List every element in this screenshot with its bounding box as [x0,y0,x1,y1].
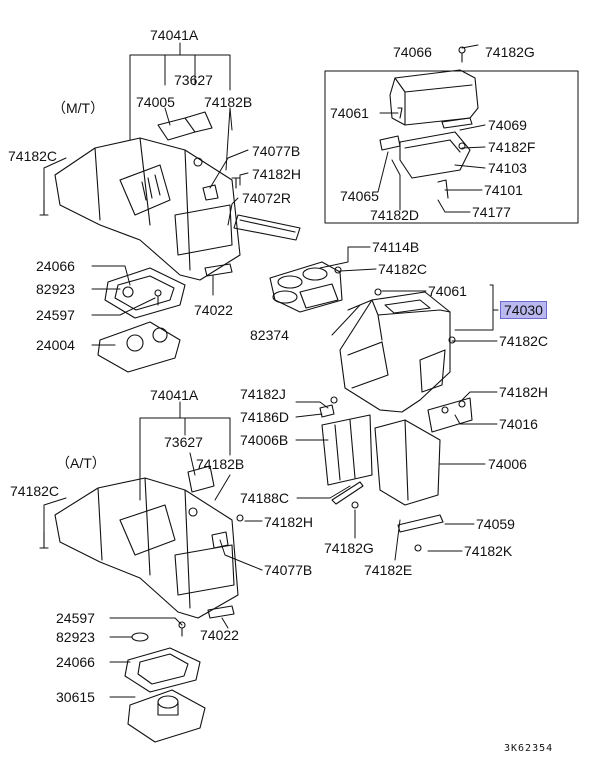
part-label-24066-top[interactable]: 24066 [36,258,75,274]
part-label-74186D[interactable]: 74186D [240,409,290,425]
part-label-74041A-top[interactable]: 74041A [150,27,199,43]
part-label-24597-bot[interactable]: 24597 [56,610,95,626]
part-label-74188C[interactable]: 74188C [240,490,290,506]
part-label-74182C-right[interactable]: 74182C [499,333,549,349]
switch-panel-74005 [157,117,196,141]
part-label-74077B-bot[interactable]: 74077B [264,562,313,578]
part-label-73627-bot[interactable]: 73627 [164,434,203,450]
part-label-73627-top[interactable]: 73627 [174,72,213,88]
armrest-lid-74066 [389,69,479,126]
part-label-30615[interactable]: 30615 [56,689,95,705]
bracket-74016 [427,397,473,433]
part-label-74041A-bot[interactable]: 74041A [150,387,199,403]
boot-24004 [97,321,181,373]
bracket-74006B [321,414,373,486]
center-console-mt [54,137,241,281]
part-label-82374[interactable]: 82374 [250,327,289,343]
part-label-74182E[interactable]: 74182E [364,562,413,578]
part-label-82923-bot[interactable]: 82923 [56,629,95,645]
part-label-74182C-mid[interactable]: 74182C [378,261,428,277]
part-label-74182D[interactable]: 74182D [370,207,420,223]
leader-lines [43,42,579,698]
part-label-74182J[interactable]: 74182J [240,386,286,402]
part-label-74061-box[interactable]: 74061 [330,105,369,121]
part-label-74182H-bot[interactable]: 74182H [264,514,314,530]
part-label-74182H-right[interactable]: 74182H [499,384,549,400]
variant-label-at: （A/T） [56,455,106,471]
part-label-74077B-top[interactable]: 74077B [252,143,301,159]
part-label-74006B[interactable]: 74006B [240,432,289,448]
part-label-74182G-top[interactable]: 74182G [485,44,535,60]
parts-drawings [39,46,479,743]
plate-24066-bot [124,647,201,693]
boot-30615 [127,689,206,743]
part-label-74061-mid[interactable]: 74061 [428,283,467,299]
part-label-74059[interactable]: 74059 [476,516,515,532]
figure-code: 3K62354 [504,743,554,754]
part-label-74182B-top[interactable]: 74182B [204,94,253,110]
part-label-74005[interactable]: 74005 [136,94,175,110]
part-label-74072R[interactable]: 74072R [242,190,292,206]
center-console-at [54,477,239,619]
part-label-74182F[interactable]: 74182F [488,139,536,155]
part-label-24597-top[interactable]: 24597 [36,307,75,323]
rear-console-74030 [339,291,451,413]
part-label-74182H-top[interactable]: 74182H [252,166,302,182]
part-label-74006[interactable]: 74006 [488,456,527,472]
variant-label-mt: （M/T） [52,100,105,116]
part-label-24004[interactable]: 24004 [36,337,75,353]
part-label-74069[interactable]: 74069 [488,117,527,133]
part-label-74114B[interactable]: 74114B [372,239,420,255]
part-label-74022-bot[interactable]: 74022 [200,627,239,643]
part-label-74182C-botleft[interactable]: 74182C [10,483,60,499]
part-label-74103[interactable]: 74103 [488,160,527,176]
part-label-24066-bot[interactable]: 24066 [56,654,95,670]
part-label-74182G-bot[interactable]: 74182G [324,540,374,556]
part-label-74030-highlighted[interactable]: 74030 [500,301,547,319]
part-label-82923-top[interactable]: 82923 [36,281,75,297]
part-label-74101[interactable]: 74101 [484,182,523,198]
bracket-73627 [184,111,213,133]
part-label-74182C-topleft[interactable]: 74182C [8,148,58,164]
part-label-74065[interactable]: 74065 [340,188,379,204]
part-label-74182K[interactable]: 74182K [464,543,513,559]
part-label-74022-top[interactable]: 74022 [194,302,233,318]
part-label-74182B-bot[interactable]: 74182B [196,456,245,472]
plate-24066 [104,267,186,319]
part-label-74177[interactable]: 74177 [472,204,511,220]
part-label-74066[interactable]: 74066 [393,44,432,60]
part-label-74016[interactable]: 74016 [499,416,538,432]
